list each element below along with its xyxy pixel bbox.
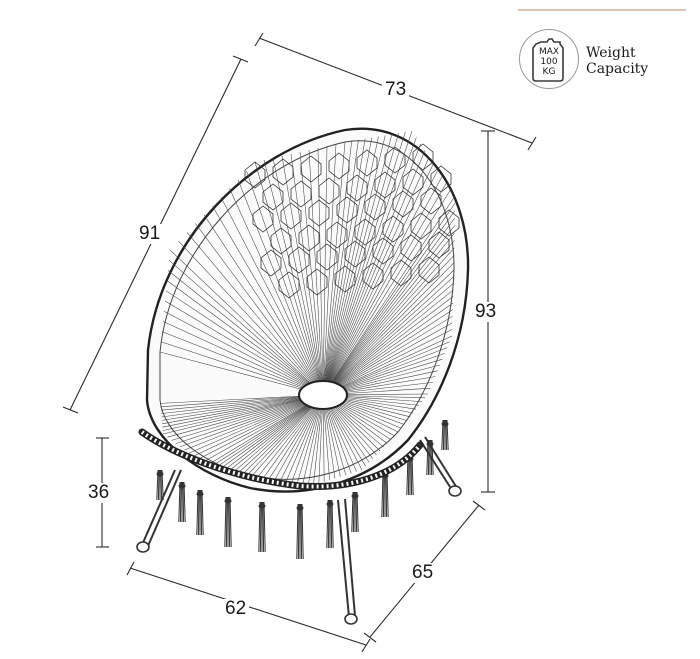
dimension-height-label: 93 [472,302,500,322]
dimension-depth-label: 65 [409,563,437,583]
macrame-egg-chair-icon [136,127,470,625]
weight-bag-icon: MAX 100 KG [532,38,564,82]
weight-capacity-badge: MAX 100 KG [519,29,579,89]
top-accent-rule [518,9,686,11]
weight-capacity-caption: Weight Capacity [586,45,649,77]
weight-max-label: MAX [539,47,559,57]
dimension-width-label: 73 [382,80,410,100]
weight-amount: 100 [540,57,557,67]
weight-unit: KG [543,67,556,77]
dimension-seat-label: 36 [85,483,113,503]
dimension-side-label: 91 [136,224,164,244]
dimension-front-label: 62 [222,599,250,619]
